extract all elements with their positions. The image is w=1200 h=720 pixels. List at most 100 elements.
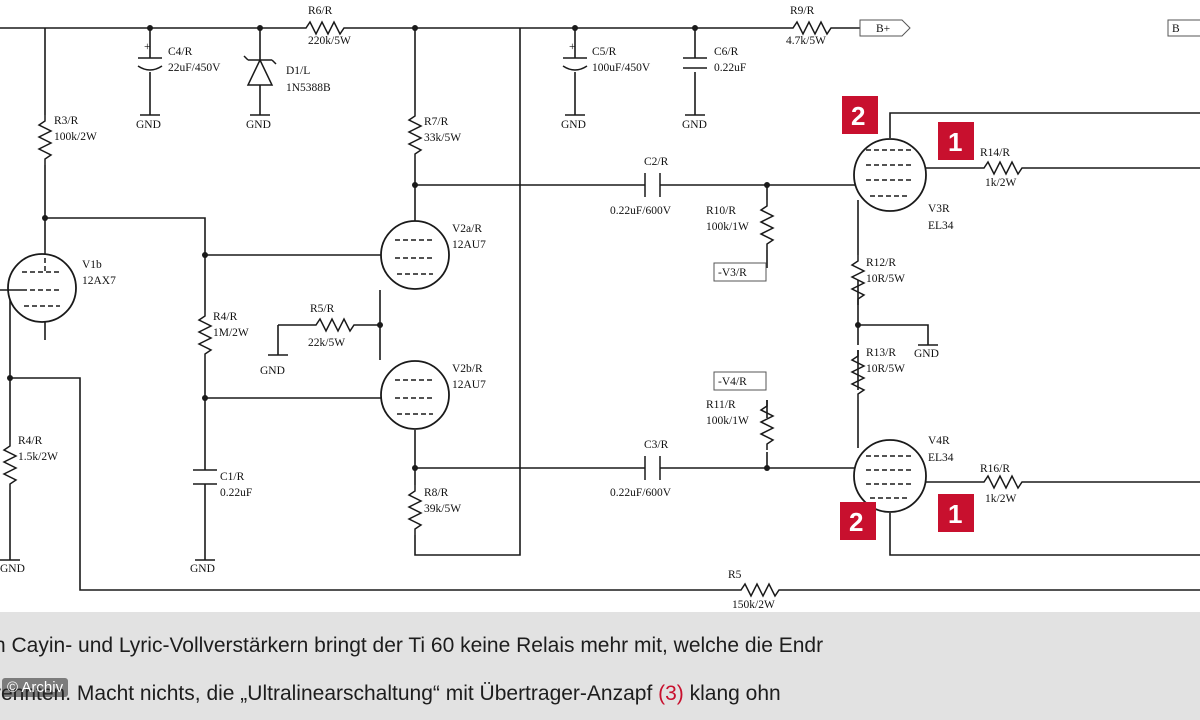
r5-ref: R5/R — [310, 303, 335, 315]
resistor-r5-feedback: R5 150k/2W — [728, 569, 786, 611]
copyright-watermark: © Archiv — [2, 678, 69, 697]
resistor-r14: R14/R 1k/2W — [977, 147, 1029, 189]
gnd-label-c6: GND — [682, 119, 707, 131]
r10-value: 100k/1W — [706, 221, 749, 233]
resistor-r16: R16/R 1k/2W — [977, 463, 1029, 505]
net-tag-bplus: B+ — [859, 19, 911, 37]
caption-line-1: n Cayin- und Lyric-Vollverstärkern bring… — [0, 634, 824, 657]
resistor-r4-grid: R4/R 1M/2W — [198, 309, 249, 361]
resistor-r10: R10/R 100k/1W — [706, 199, 774, 251]
net-tag-v3: -V3/R — [713, 262, 767, 282]
resistor-r8: R8/R 39k/5W — [408, 484, 461, 536]
tube-v1b: V1b 12AX7 — [0, 250, 116, 323]
svg-text:B+: B+ — [876, 23, 890, 35]
badge-one-top: 1 — [938, 122, 974, 160]
net-tag-offscreen: B — [1167, 19, 1200, 37]
badge-one-bottom: 1 — [938, 494, 974, 532]
c5-value: 100uF/450V — [592, 62, 651, 74]
r10-ref: R10/R — [706, 205, 736, 217]
r4a-ref: R4/R — [213, 311, 238, 323]
d1-value: 1N5388B — [286, 82, 331, 94]
resistor-r11: R11/R 100k/1W — [706, 399, 774, 451]
r4b-ref: R4/R — [18, 435, 43, 447]
wiring — [0, 27, 1200, 591]
resistor-r12: R12/R 10R/5W — [851, 254, 905, 306]
caption-line-2-end: klang ohn — [683, 682, 781, 705]
capacitor-c5: + C5/R 100uF/450V — [562, 41, 651, 74]
caption-panel: n Cayin- und Lyric-Vollverstärkern bring… — [0, 612, 1200, 720]
caption-figure-ref: (3) — [658, 682, 684, 705]
r11-ref: R11/R — [706, 399, 736, 411]
r14-ref: R14/R — [980, 147, 1010, 159]
r3-value: 100k/2W — [54, 131, 97, 143]
c6-value: 0.22uF — [714, 62, 746, 74]
caption-line-2-start: rennten. Macht nichts, die „Ultralinears… — [0, 682, 659, 705]
junction-dots — [7, 25, 861, 471]
svg-text:+: + — [569, 41, 576, 53]
r13-value: 10R/5W — [866, 363, 905, 375]
r7-value: 33k/5W — [424, 132, 461, 144]
resistor-r7: R7/R 33k/5W — [408, 109, 461, 161]
gnd-label-r12: GND — [914, 348, 939, 360]
gnd-label-r5: GND — [260, 365, 285, 377]
gnd-label-r4: GND — [0, 563, 25, 575]
zener-diode-d1: D1/L 1N5388B — [243, 55, 331, 94]
svg-text:2: 2 — [849, 507, 863, 537]
c1-ref: C1/R — [220, 471, 245, 483]
badge-two-top: 2 — [842, 96, 878, 134]
ground-symbols — [0, 114, 938, 561]
c3-value: 0.22uF/600V — [610, 487, 672, 499]
r13-ref: R13/R — [866, 347, 896, 359]
r12-ref: R12/R — [866, 257, 896, 269]
capacitor-c1: C1/R 0.22uF — [193, 469, 252, 499]
r16-ref: R16/R — [980, 463, 1010, 475]
resistor-r13: R13/R 10R/5W — [851, 347, 905, 401]
r5b-ref: R5 — [728, 569, 742, 581]
r11-value: 100k/1W — [706, 415, 749, 427]
gnd-label-c5: GND — [561, 119, 586, 131]
tube-v4: V4R EL34 — [853, 435, 954, 513]
v3-value: EL34 — [928, 220, 954, 232]
v2b-value: 12AU7 — [452, 379, 486, 391]
c4-ref: C4/R — [168, 46, 193, 58]
svg-text:B: B — [1172, 23, 1180, 35]
v1b-value: 12AX7 — [82, 275, 116, 287]
c4-value: 22uF/450V — [168, 62, 221, 74]
v2a-ref: V2a/R — [452, 223, 482, 235]
gnd-label-c4: GND — [136, 119, 161, 131]
r7-ref: R7/R — [424, 116, 449, 128]
r9-value: 4.7k/5W — [786, 35, 826, 47]
v2a-value: 12AU7 — [452, 239, 486, 251]
circuit-schematic: R6/R 220k/5W R9/R 4.7k/5W R3/R 100k/2W R… — [0, 5, 1200, 611]
gnd-label-c1: GND — [190, 563, 215, 575]
c1-value: 0.22uF — [220, 487, 252, 499]
c2-value: 0.22uF/600V — [610, 205, 672, 217]
r4a-value: 1M/2W — [213, 327, 249, 339]
capacitor-c3: C3/R 0.22uF/600V — [610, 439, 672, 499]
capacitor-c6: C6/R 0.22uF — [683, 46, 746, 74]
r6-value: 220k/5W — [308, 35, 351, 47]
r3-ref: R3/R — [54, 115, 79, 127]
r8-ref: R8/R — [424, 487, 449, 499]
svg-text:+: + — [144, 41, 151, 53]
tube-v2a: V2a/R 12AU7 — [380, 220, 486, 290]
r14-value: 1k/2W — [985, 177, 1016, 189]
net-tag-v4: -V4/R — [713, 371, 767, 391]
svg-text:1: 1 — [948, 127, 962, 157]
c2-ref: C2/R — [644, 156, 669, 168]
gnd-label-d1: GND — [246, 119, 271, 131]
d1-ref: D1/L — [286, 65, 310, 77]
c5-ref: C5/R — [592, 46, 617, 58]
resistor-r5-cathode: R5/R 22k/5W — [308, 303, 361, 349]
badge-two-bottom: 2 — [840, 502, 876, 540]
tube-v2b: V2b/R 12AU7 — [380, 360, 486, 430]
r4b-value: 1.5k/2W — [18, 451, 58, 463]
v3-ref: V3R — [928, 203, 950, 215]
svg-text:-V4/R: -V4/R — [718, 376, 747, 388]
v4-value: EL34 — [928, 452, 954, 464]
v4-ref: V4R — [928, 435, 950, 447]
r9-ref: R9/R — [790, 5, 815, 17]
r12-value: 10R/5W — [866, 273, 905, 285]
r5-value: 22k/5W — [308, 337, 345, 349]
svg-text:-V3/R: -V3/R — [718, 267, 747, 279]
